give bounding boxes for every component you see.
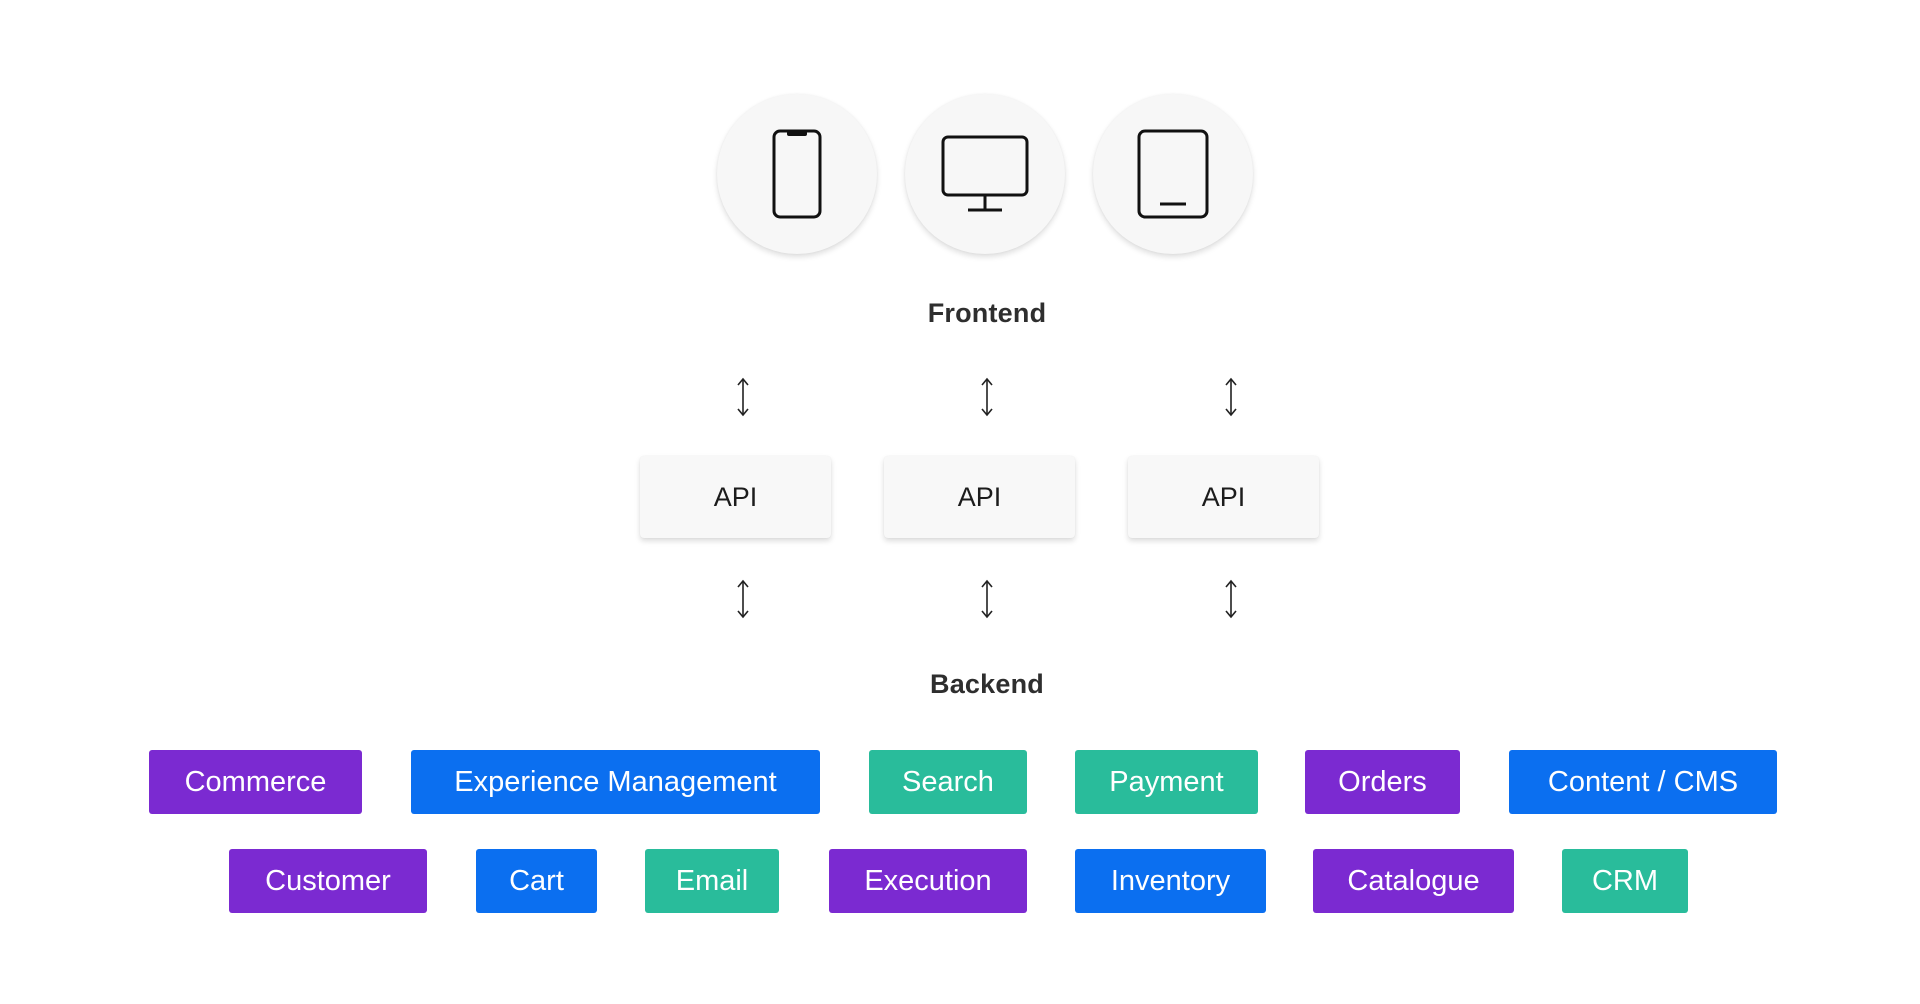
service-chip-content-cms: Content / CMS	[1509, 750, 1777, 814]
double-arrow-vertical-icon	[1225, 579, 1237, 619]
service-chip-cart: Cart	[476, 849, 597, 913]
desktop-monitor-icon	[941, 135, 1029, 212]
smartphone-icon	[772, 129, 822, 219]
double-arrow-vertical-icon	[737, 579, 749, 619]
double-arrow-vertical-icon	[981, 579, 993, 619]
api-box: API	[1128, 456, 1319, 538]
service-chip-crm: CRM	[1562, 849, 1688, 913]
device-smartphone	[717, 94, 877, 254]
service-chip-catalogue: Catalogue	[1313, 849, 1514, 913]
tablet-icon	[1137, 129, 1209, 219]
service-chip-experience-management: Experience Management	[411, 750, 820, 814]
service-chip-email: Email	[645, 849, 779, 913]
service-chip-payment: Payment	[1075, 750, 1258, 814]
api-box: API	[640, 456, 831, 538]
backend-label: Backend	[930, 669, 1044, 699]
double-arrow-vertical-icon	[981, 377, 993, 417]
service-chip-execution: Execution	[829, 849, 1027, 913]
service-chip-commerce: Commerce	[149, 750, 362, 814]
service-chip-orders: Orders	[1305, 750, 1460, 814]
device-tablet	[1093, 94, 1253, 254]
double-arrow-vertical-icon	[1225, 377, 1237, 417]
service-chip-inventory: Inventory	[1075, 849, 1266, 913]
api-box: API	[884, 456, 1075, 538]
double-arrow-vertical-icon	[737, 377, 749, 417]
frontend-label: Frontend	[927, 298, 1047, 328]
service-chip-search: Search	[869, 750, 1027, 814]
service-chip-customer: Customer	[229, 849, 427, 913]
device-desktop	[905, 94, 1065, 254]
